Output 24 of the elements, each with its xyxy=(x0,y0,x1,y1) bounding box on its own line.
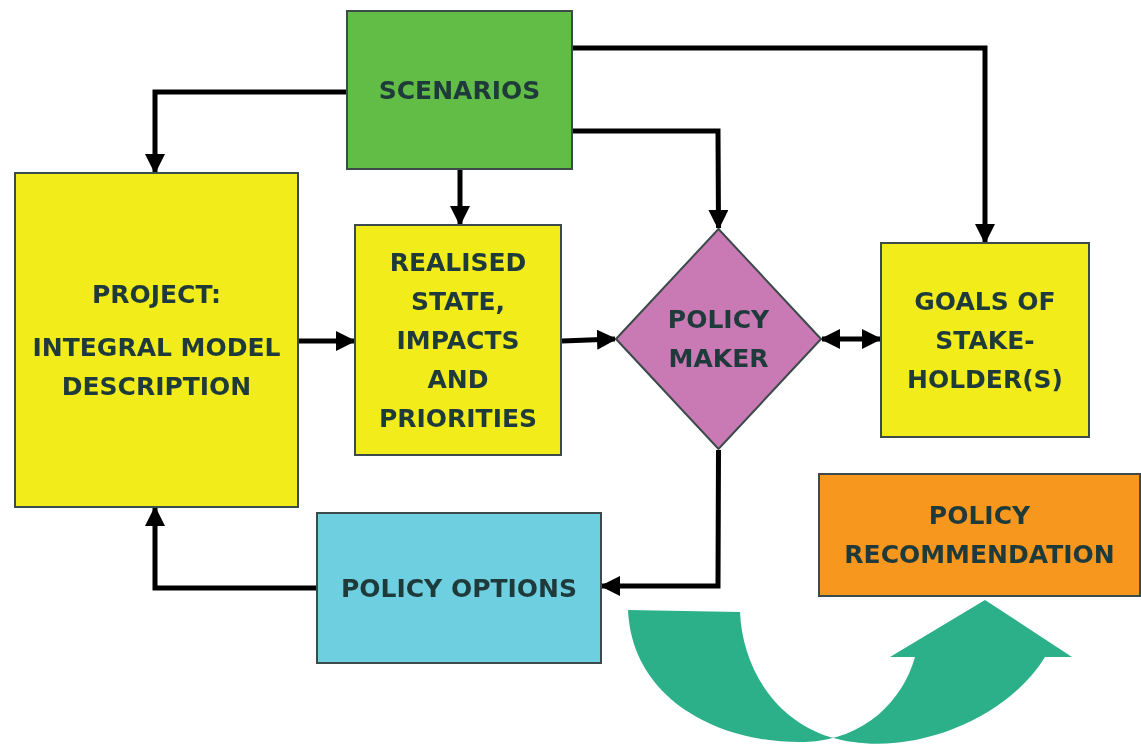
curved-arrow xyxy=(628,600,1072,744)
process-box xyxy=(316,512,602,664)
process-box xyxy=(880,242,1090,438)
arrow xyxy=(820,329,882,349)
node-label: POLICY RECOMMENDATION xyxy=(843,500,1116,571)
arrow xyxy=(573,128,729,230)
arrow xyxy=(573,45,995,244)
arrow xyxy=(145,506,316,591)
node-label: GOALS OF STAKE- HOLDER(S) xyxy=(905,285,1064,396)
node-label: POLICY OPTIONS xyxy=(340,572,578,605)
node-label: SCENARIOS xyxy=(378,74,541,107)
process-box xyxy=(354,224,562,456)
arrow xyxy=(561,329,617,350)
arrow xyxy=(145,89,346,174)
arrow xyxy=(299,331,356,351)
node-label: REALISED STATE, IMPACTS AND PRIORITIES xyxy=(377,246,539,435)
process-box xyxy=(818,473,1141,597)
process-box xyxy=(14,172,299,508)
arrow xyxy=(450,170,470,226)
node-label: PROJECT: xyxy=(91,278,222,311)
node-label: INTEGRAL MODEL DESCRIPTION xyxy=(31,331,282,403)
node-label: POLICY MAKER xyxy=(666,304,771,375)
decision-diamond xyxy=(615,228,822,450)
process-box xyxy=(346,10,573,170)
